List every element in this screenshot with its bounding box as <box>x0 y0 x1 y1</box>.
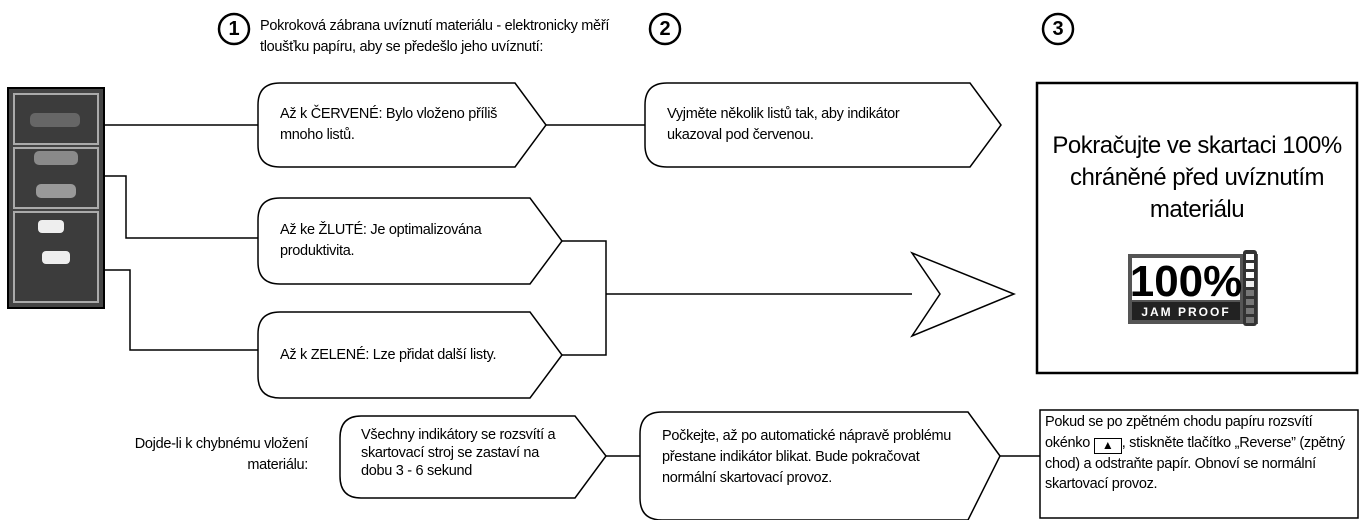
step-3-circle <box>1041 12 1075 46</box>
step-3-number: 3 <box>1052 18 1064 40</box>
yellow-text: Až ke ŽLUTÉ: Je optimalizována produktiv… <box>280 222 482 259</box>
green-arrow-box <box>257 311 563 399</box>
green-text: Až k ZELENÉ: Lze přidat další listy. <box>280 347 497 363</box>
step-1-circle <box>217 12 251 46</box>
reverse-note-box <box>1039 409 1359 519</box>
remove-text: Vyjměte několik listů tak, aby indikátor… <box>667 106 900 143</box>
jam-proof-logo: 100% JAM PROOF <box>1128 250 1258 326</box>
reverse-icon: ▲ <box>1093 437 1122 454</box>
intro-text: Pokroková zábrana uvíznutí materiálu - e… <box>260 18 610 55</box>
green-led-1 <box>38 220 64 233</box>
logo-sub: JAM PROOF <box>1141 305 1230 319</box>
logo-percent: 100% <box>1130 257 1243 306</box>
connectors <box>104 124 1040 457</box>
remove-arrow-box <box>644 82 1002 168</box>
step-2-circle <box>648 12 682 46</box>
indicator-panel <box>7 87 105 309</box>
reverse-note: Pokud se po zpětném chodu papíru rozsvít… <box>1045 412 1353 495</box>
big-arrowhead <box>909 251 1016 338</box>
reverse-note-part-b: , stiskněte tlačítko „Reverse” (zpětný c… <box>1045 434 1345 493</box>
reverse-note-part-a: Pokud se po zpětném chodu papíru rozsvít… <box>1045 414 1313 451</box>
step-2-number: 2 <box>659 18 671 40</box>
error-label: Dojde-li k chybnému vložení materiálu: <box>134 436 309 473</box>
green-led-2 <box>42 251 70 264</box>
red-arrow-box <box>257 82 547 168</box>
error-arrow-box <box>339 415 607 499</box>
continue-box <box>1035 81 1359 375</box>
red-led <box>30 113 80 127</box>
error-text: Všechny indikátory se rozsvítí a skartov… <box>361 427 556 479</box>
yellow-arrow-box <box>257 197 563 285</box>
yellow-led-2 <box>36 184 76 198</box>
continue-text: Pokračujte ve skartaci 100% chráněné pře… <box>1052 132 1342 223</box>
wait-text: Počkejte, až po automatické nápravě prob… <box>662 428 952 486</box>
red-text: Až k ČERVENÉ: Bylo vloženo příliš mnoho … <box>280 106 498 143</box>
step-1-number: 1 <box>228 18 240 40</box>
yellow-led-1 <box>34 151 78 165</box>
